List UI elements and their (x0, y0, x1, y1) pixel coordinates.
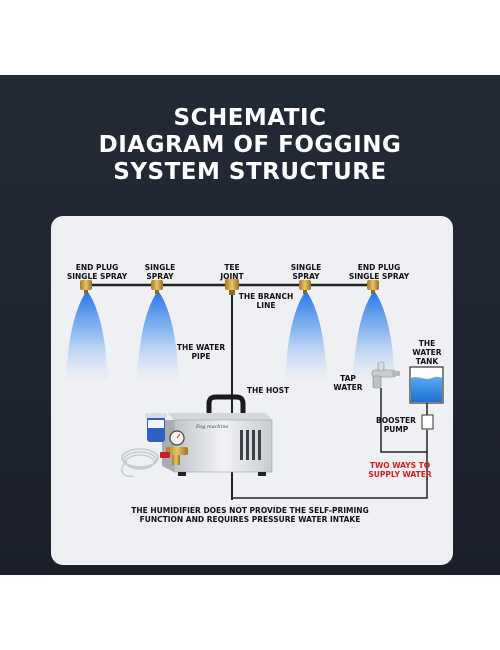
label-host: THE HOST (240, 386, 296, 395)
coiled-hose (122, 449, 158, 476)
label-single-spray-right: SINGLE SPRAY (281, 263, 331, 281)
label-end-plug-left: END PLUG SINGLE SPRAY (62, 263, 132, 281)
water-tank (410, 367, 443, 403)
spray-cone-2 (137, 292, 179, 380)
label-branch-line: THE BRANCH LINE (238, 292, 294, 310)
booster-pump-box (422, 415, 433, 429)
machine-brand-label: Fog machine (195, 424, 229, 430)
label-tap-water: TAP WATER (328, 374, 368, 392)
label-water-tank: THE WATER TANK (405, 339, 449, 366)
label-water-pipe: THE WATER PIPE (172, 343, 230, 361)
fog-machine-host: Fog machine (160, 397, 272, 476)
tee-joint (225, 279, 239, 295)
spray-cone-4 (353, 292, 395, 380)
end-plug-nozzle-right (367, 280, 379, 294)
label-tee-joint: TEE JOINT (207, 263, 257, 281)
label-single-spray-left: SINGLE SPRAY (135, 263, 185, 281)
single-spray-nozzle-right (299, 280, 311, 294)
label-end-plug-right: END PLUG SINGLE SPRAY (342, 263, 416, 281)
label-two-ways-supply: TWO WAYS TO SUPPLY WATER (361, 461, 439, 479)
spray-cone-1 (66, 292, 108, 380)
water-filter (145, 413, 167, 442)
end-plug-nozzle-left (80, 280, 92, 294)
single-spray-nozzle-left (151, 280, 163, 294)
label-self-priming-note: THE HUMIDIFIER DOES NOT PROVIDE THE SELF… (120, 506, 380, 524)
label-booster-pump: BOOSTER PUMP (371, 416, 421, 434)
